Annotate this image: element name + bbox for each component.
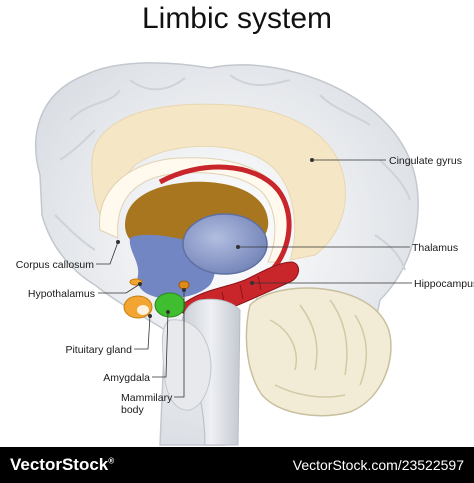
diagram-title: Limbic system	[141, 2, 333, 35]
label-hypothalamus: Hypothalamus	[27, 288, 95, 300]
pons	[161, 319, 212, 411]
brand-name: VectorStock	[10, 455, 109, 474]
label-thalamus: Thalamus	[412, 242, 459, 254]
thalamus	[182, 213, 268, 275]
label-cingulate-gyrus: Cingulate gyrus	[389, 155, 462, 167]
cerebellum-folia	[269, 299, 368, 398]
mammillary-body	[178, 280, 190, 290]
pituitary-gland	[123, 295, 153, 319]
pituitary-inner	[137, 305, 149, 315]
cerebellum	[245, 287, 392, 417]
brain-illustration	[35, 62, 419, 446]
leader-lines	[96, 157, 412, 398]
label-corpus-callosum: Corpus callosum	[15, 259, 94, 271]
label-amygdala: Amygdala	[103, 372, 150, 384]
vectorstock-logo: VectorStock®	[10, 455, 114, 475]
gyri-folds	[54, 74, 411, 271]
label-mammillary-body-line1: Mammilary	[121, 392, 173, 404]
amygdala	[154, 292, 186, 318]
image-code: VectorStock.com/23522597	[292, 457, 464, 473]
fornix	[158, 164, 292, 272]
label-mammillary-body-line2: body	[121, 404, 144, 416]
registered-mark: ®	[108, 456, 115, 466]
label-hippocampus: Hippocampus	[414, 278, 474, 290]
label-pituitary-gland: Pituitary gland	[65, 344, 132, 356]
footer-bar: VectorStock® VectorStock.com/23522597	[0, 447, 474, 483]
